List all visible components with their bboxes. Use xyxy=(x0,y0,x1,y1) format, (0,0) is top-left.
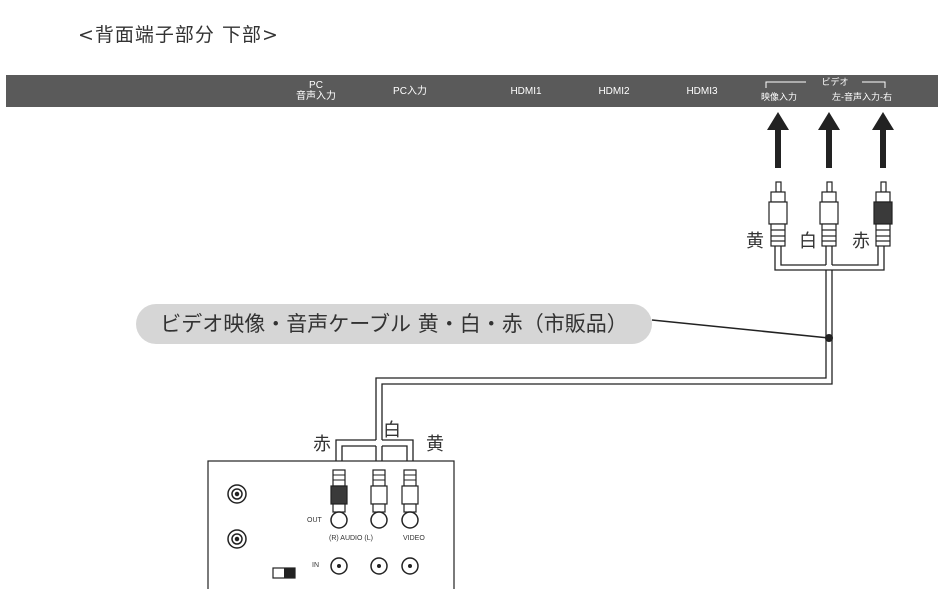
plug-red-bottom xyxy=(330,469,348,513)
color-label-yellow-bottom: 黄 xyxy=(426,434,444,455)
antenna-connectors xyxy=(227,484,247,549)
plug-yellow-top xyxy=(768,181,788,247)
plug-red-top xyxy=(873,181,893,247)
port-video-group: ビデオ xyxy=(821,77,849,87)
port-pc-in: PC入力 xyxy=(393,86,427,97)
switch-icon xyxy=(272,567,296,579)
port-hdmi3: HDMI3 xyxy=(686,86,718,97)
junction-dot xyxy=(825,334,833,342)
plug-yellow-bottom xyxy=(401,469,419,513)
page-title: <背面端子部分 下部> xyxy=(78,24,279,46)
plug-white-bottom xyxy=(370,469,388,513)
port-pc-audio-line2: 音声入力 xyxy=(296,91,336,102)
port-hdmi1: HDMI1 xyxy=(510,86,542,97)
color-label-red-top: 赤 xyxy=(852,231,870,252)
label-pointer xyxy=(651,319,830,339)
out-jacks xyxy=(330,511,419,529)
bottom-plugs xyxy=(330,469,419,513)
in-jacks xyxy=(330,557,419,575)
color-label-yellow-top: 黄 xyxy=(746,231,764,252)
label-video: VIDEO xyxy=(403,535,425,542)
tv-back-panel xyxy=(6,75,938,107)
port-pc-audio: PC 音声入力 xyxy=(286,80,346,102)
color-label-red-bottom: 赤 xyxy=(313,434,331,455)
label-audio: (R) AUDIO (L) xyxy=(329,535,373,542)
port-audio-in: 左-音声入力-右 xyxy=(832,92,892,102)
plug-white-top xyxy=(819,181,839,247)
out-jack-l xyxy=(370,511,388,529)
arrow-white xyxy=(818,112,840,168)
arrow-yellow xyxy=(767,112,789,168)
out-jack-video xyxy=(401,511,419,529)
label-out: OUT xyxy=(307,517,322,524)
cable-top xyxy=(375,246,885,440)
port-hdmi2: HDMI2 xyxy=(598,86,630,97)
top-plugs xyxy=(768,181,893,247)
video-bracket xyxy=(765,81,886,88)
color-label-white-top: 白 xyxy=(799,231,817,252)
out-jack-r xyxy=(330,511,348,529)
port-video-in: 映像入力 xyxy=(760,92,797,102)
label-in: IN xyxy=(312,562,319,569)
arrows xyxy=(767,112,894,168)
cable-label: ビデオ映像・音声ケーブル 黄・白・赤（市販品） xyxy=(136,304,652,344)
color-label-white-bottom: 白 xyxy=(383,420,401,441)
port-pc-audio-line1: PC xyxy=(309,80,323,91)
arrow-red xyxy=(872,112,894,168)
